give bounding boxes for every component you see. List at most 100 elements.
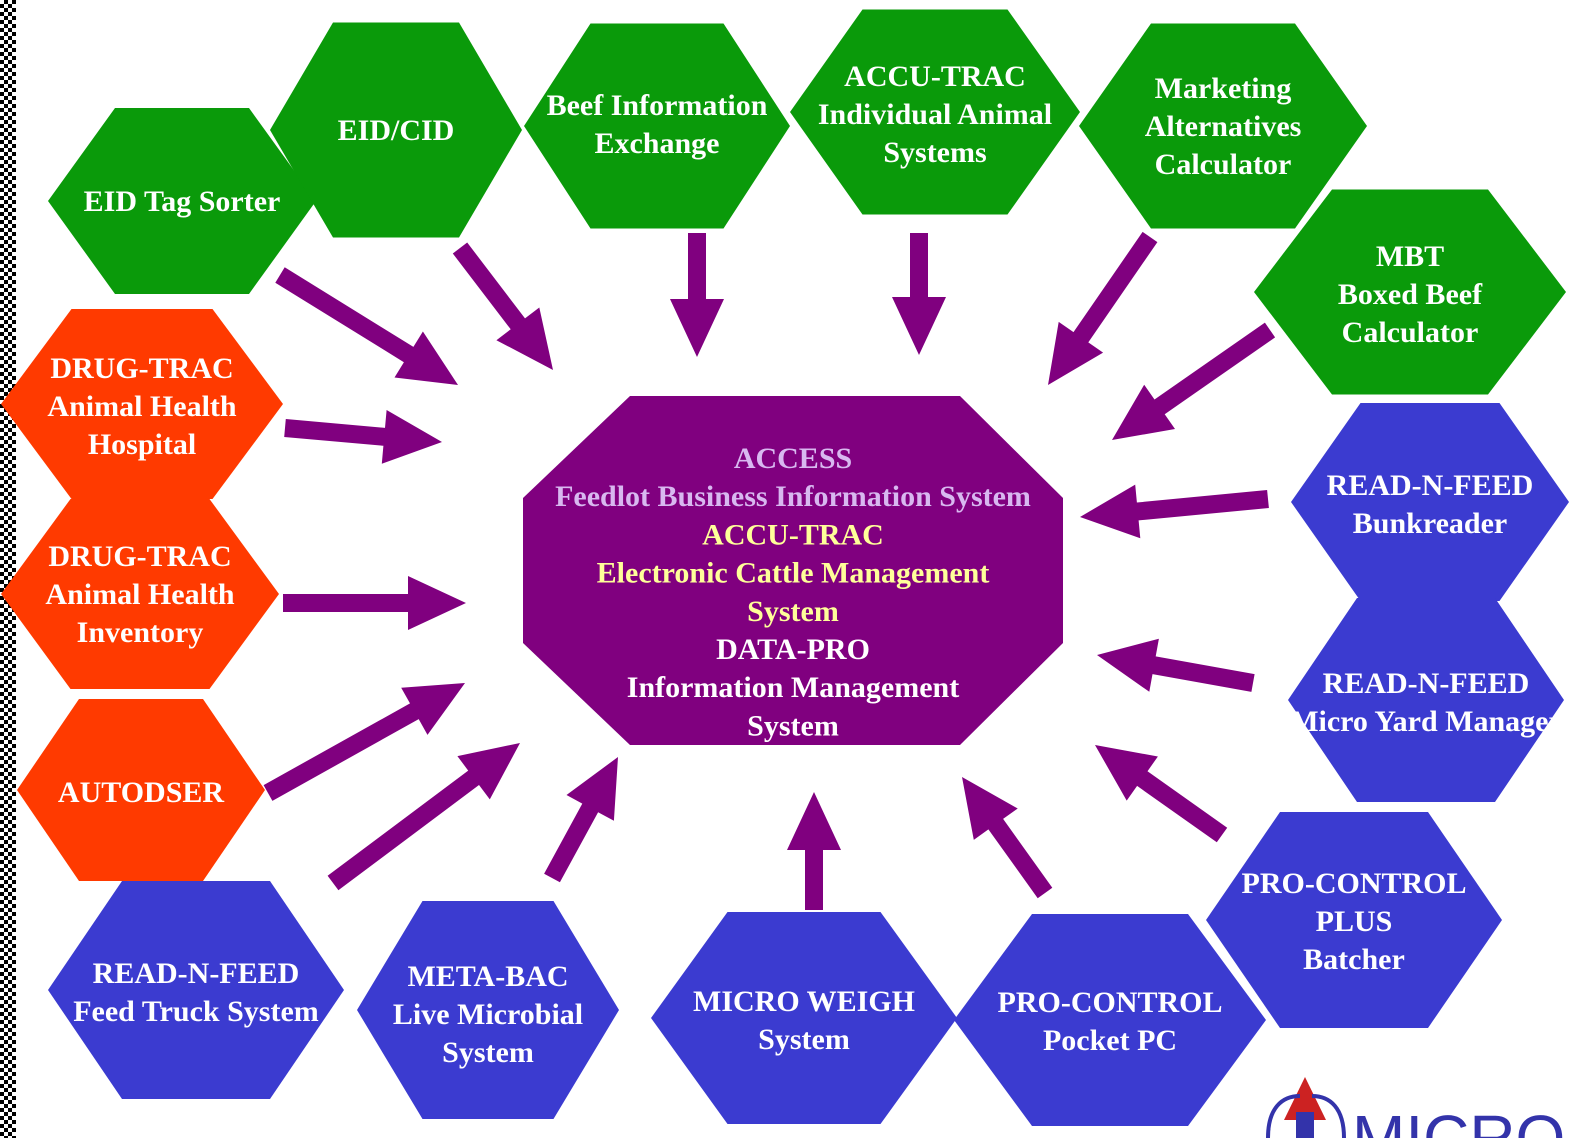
hexagon-shape: [270, 22, 522, 238]
logo-bar-icon: [1296, 1112, 1314, 1138]
node-label-line: Animal Health: [45, 578, 234, 611]
node-label-line: READ-N-FEED: [1327, 469, 1534, 502]
arrow-eid-tag-sorter: [275, 267, 458, 385]
node-micro-weigh: MICRO WEIGH System: [651, 912, 957, 1124]
node-label-line: MBT: [1376, 240, 1444, 273]
node-label-line: READ-N-FEED: [93, 957, 300, 990]
node-label-line: Bunkreader: [1353, 507, 1507, 540]
node-label-line: META-BAC: [407, 960, 568, 993]
center-octagon: [523, 396, 1063, 745]
node-label-line: EID/CID: [338, 114, 455, 147]
arrow-accu-trac-individual: [892, 233, 946, 355]
node-label-line: Animal Health: [47, 390, 236, 423]
node-label-line: Pocket PC: [1043, 1024, 1177, 1057]
logo-roof-icon: [1284, 1077, 1326, 1120]
node-label-line: Live Microbial: [393, 998, 583, 1031]
node-label-line: DRUG-TRAC: [50, 352, 233, 385]
hexagon-shape: [954, 914, 1266, 1126]
node-label-line: Boxed Beef: [1338, 278, 1483, 311]
node-label-line: Hospital: [88, 428, 196, 461]
logo-arc-icon: [1311, 1094, 1346, 1138]
hexagon-shape: [48, 881, 344, 1099]
node-pro-control-pocket-pc: PRO-CONTROL Pocket PC: [954, 914, 1266, 1126]
node-eid-cid: EID/CID: [270, 22, 522, 238]
hexagon-shape: [524, 23, 790, 229]
arrow-drug-trac-hospital: [284, 410, 442, 464]
node-label-line: Individual Animal: [818, 98, 1052, 131]
micro-logo: MICRO: [1266, 1077, 1565, 1138]
checker-border: [0, 0, 16, 1138]
arrow-beef-information-exchange: [670, 233, 724, 357]
node-label-line: EID Tag Sorter: [84, 185, 281, 218]
hexagon-shape: [1288, 598, 1564, 802]
center-label-line: Feedlot Business Information System: [555, 480, 1031, 513]
center-label-line: DATA-PRO: [716, 633, 870, 666]
hexagon-shape: [17, 699, 265, 881]
center-label-line: System: [747, 595, 839, 628]
node-read-n-feed-feed-truck: READ-N-FEED Feed Truck System: [48, 881, 344, 1099]
node-label-line: AUTODSER: [58, 776, 224, 809]
hexagon-shape: [48, 108, 316, 294]
hexagon-shape: [1079, 23, 1367, 229]
node-label-line: Calculator: [1155, 148, 1292, 181]
node-label-line: Feed Truck System: [73, 995, 319, 1028]
arrow-marketing-alternatives: [1048, 231, 1158, 385]
arrow-eid-cid: [452, 242, 553, 370]
hexagon-shape: [1206, 812, 1502, 1028]
node-label-line: System: [442, 1036, 534, 1069]
node-label-line: Systems: [883, 136, 986, 169]
node-label-line: PRO-CONTROL: [998, 986, 1223, 1019]
node-label-line: Micro Yard Manager: [1290, 705, 1562, 738]
node-label-line: DRUG-TRAC: [48, 540, 231, 573]
arrow-pro-control-plus-batcher: [1095, 745, 1228, 843]
hexagon-shape: [790, 9, 1080, 215]
arrow-pro-control-pocket-pc: [962, 777, 1053, 899]
node-label-line: MICRO WEIGH: [693, 985, 915, 1018]
arrow-read-n-feed-feed-truck: [327, 743, 520, 891]
center-node: ACCESS Feedlot Business Information Syste…: [523, 396, 1063, 745]
node-label-line: Marketing: [1155, 72, 1292, 105]
arrow-meta-bac: [544, 757, 618, 883]
hexagon-shape: [1291, 403, 1569, 601]
logo-arc-icon: [1266, 1094, 1301, 1138]
arrow-mbt-boxed-beef: [1112, 322, 1276, 440]
nodes-layer: EID Tag Sorter EID/CID Beef InformationExc…: [1, 9, 1569, 1126]
arrow-autodser: [263, 683, 465, 801]
arrow-read-n-feed-micro-yard: [1097, 638, 1255, 692]
arrow-read-n-feed-bunkreader: [1080, 484, 1269, 539]
center-label-line: System: [747, 709, 839, 742]
arrow-micro-weigh: [787, 792, 841, 910]
logo-wordmark: MICRO: [1352, 1102, 1565, 1138]
node-autodser: AUTODSER: [17, 699, 265, 881]
node-label-line: Calculator: [1342, 316, 1479, 349]
node-eid-tag-sorter: EID Tag Sorter: [48, 108, 316, 294]
center-label-line: ACCU-TRAC: [702, 518, 884, 551]
hexagon-shape: [651, 912, 957, 1124]
node-label-line: ACCU-TRAC: [844, 60, 1026, 93]
hexagon-shape: [357, 901, 619, 1119]
center-label-line: Information Management: [627, 671, 959, 704]
hexagon-shape: [1, 309, 283, 499]
node-label-line: System: [758, 1023, 850, 1056]
arrow-drug-trac-inventory: [283, 576, 466, 630]
hexagon-shape: [1, 499, 279, 689]
node-label-line: PLUS: [1316, 905, 1393, 938]
arrows-layer: [263, 231, 1276, 910]
hexagon-shape: [1254, 189, 1566, 395]
node-label-line: Alternatives: [1145, 110, 1302, 143]
node-label-line: Batcher: [1303, 943, 1405, 976]
center-label-line: ACCESS: [734, 442, 852, 475]
node-label-line: PRO-CONTROL: [1242, 867, 1467, 900]
node-label-line: Inventory: [77, 616, 204, 649]
node-read-n-feed-bunkreader: READ-N-FEED Bunkreader: [1291, 403, 1569, 601]
